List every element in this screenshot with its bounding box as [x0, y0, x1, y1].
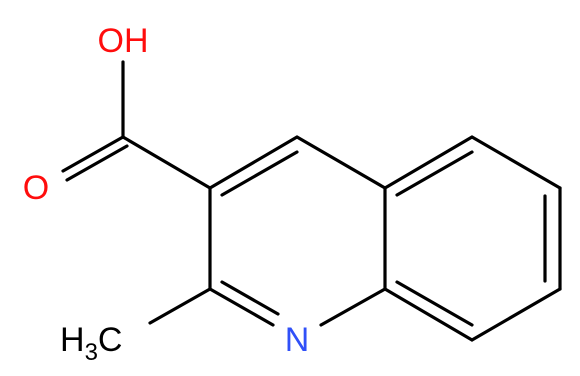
bond-c3-c4-a	[208, 135, 299, 190]
bond-c4a-c5-a	[383, 135, 474, 190]
atom-labels: OH O N H3C	[23, 22, 310, 366]
methyl-hydrogen-count: 3	[85, 339, 98, 366]
bond-c7-c8	[470, 287, 562, 342]
bond-c4a-c5-b	[395, 150, 474, 197]
bond-c4-c4a	[295, 135, 387, 190]
ring-nitrogen-label: N	[285, 321, 310, 359]
bond-c-o-double-b	[65, 144, 129, 182]
bond-c2-methyl	[148, 287, 212, 325]
methyl-hydrogen: H	[60, 321, 85, 359]
bond-c-o-double-a	[61, 135, 125, 173]
bond-c8-c8a-b	[395, 280, 474, 327]
methyl-carbon: C	[98, 321, 123, 359]
bond-c2-n-a	[208, 287, 275, 327]
bond-c5-c6	[470, 135, 562, 190]
bond-c8-c8a-a	[383, 287, 474, 342]
bond-c3-c4-b	[220, 150, 299, 197]
carbonyl-oxygen-label: O	[23, 169, 49, 207]
methyl-label: H3C	[60, 321, 122, 366]
hydroxyl-label: OH	[98, 22, 149, 60]
bond-c2-n-b	[220, 280, 280, 316]
bonds	[61, 60, 562, 342]
bond-c-c3	[121, 135, 212, 190]
bond-n-c8a	[319, 287, 387, 327]
